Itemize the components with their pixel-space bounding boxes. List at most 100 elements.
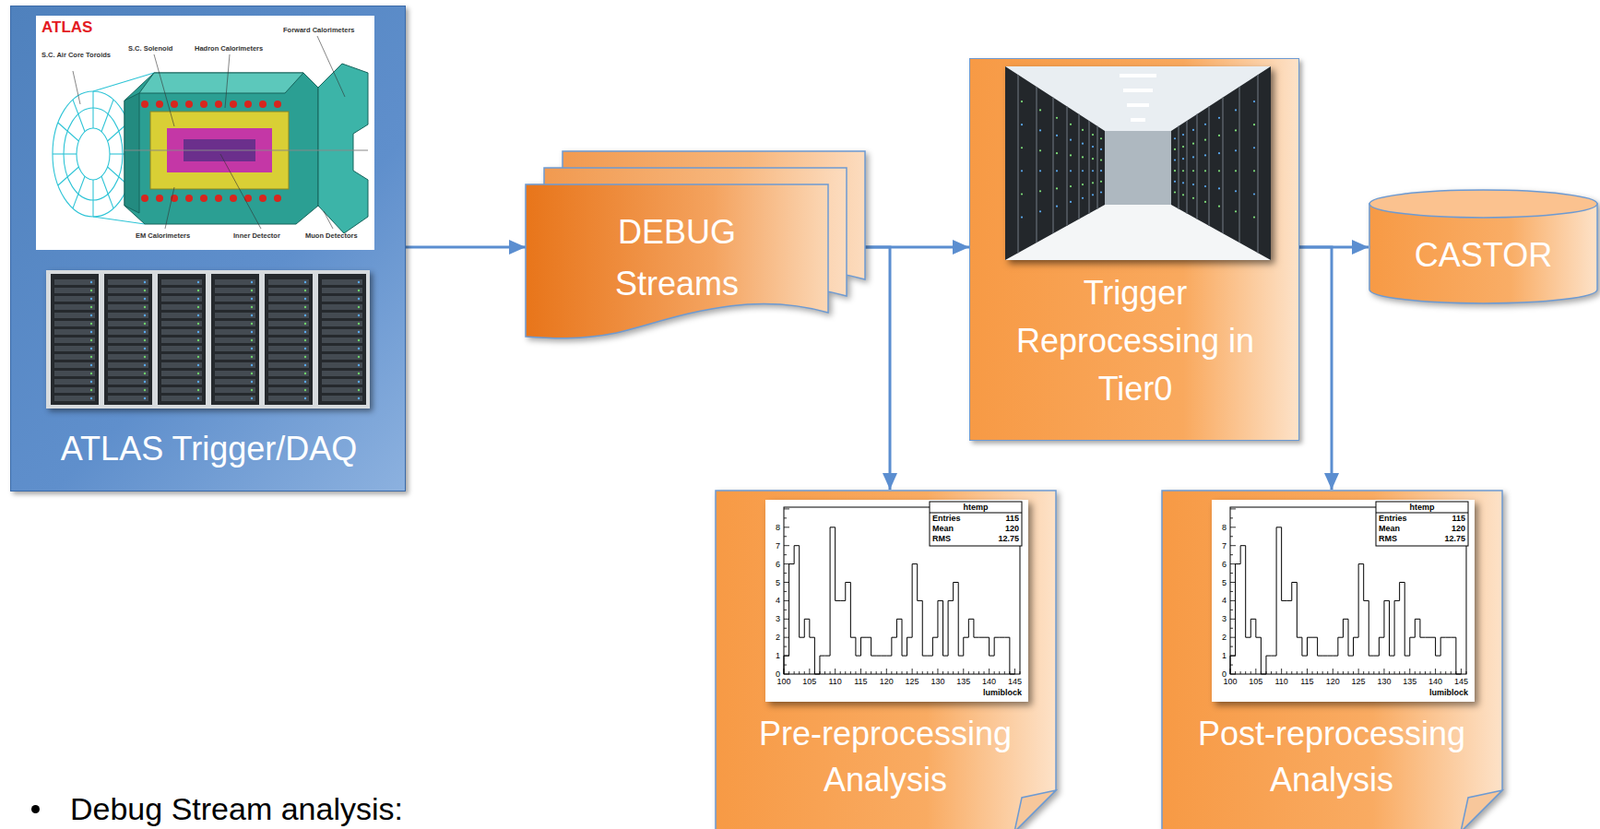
- node-text-slot: CASTOR: [1368, 235, 1599, 276]
- axis-tick-label-slot: 3: [1211, 614, 1227, 624]
- axis-tick-label-slot: 3: [765, 614, 781, 624]
- stats-key: RMS: [1378, 533, 1425, 545]
- connector-arrow: [865, 247, 898, 490]
- part-label-slot: Hadron Calorimeters: [194, 44, 273, 53]
- axis-tick-label-slot: 115: [848, 676, 873, 687]
- axis-tick-label: 115: [1294, 676, 1319, 687]
- node-text-slot: Pre-reprocessing Analysis: [723, 711, 1047, 804]
- axis-tick-label: 4: [765, 595, 781, 605]
- axis-tick-label-slot: 110: [823, 676, 848, 687]
- axis-tick-label-slot: 105: [1244, 676, 1269, 687]
- axis-tick-label-slot: 105: [797, 676, 822, 687]
- axis-tick-label: 3: [1211, 614, 1227, 624]
- stats-value: 115: [1419, 513, 1466, 524]
- part-label: Muon Detectors: [305, 231, 372, 240]
- stats-title-slot: htemp: [1375, 502, 1469, 513]
- stats-value: 12.75: [972, 533, 1020, 545]
- stats-key: Mean: [932, 523, 979, 534]
- axis-tick-label: 120: [874, 676, 899, 687]
- axis-tick-label-slot: 125: [900, 676, 925, 687]
- axis-tick-label-slot: 6: [1211, 559, 1227, 569]
- part-label-slot: Inner Detector: [233, 231, 295, 240]
- part-label: S.C. Solenoid: [128, 44, 188, 53]
- axis-tick-label-slot: 100: [771, 676, 796, 687]
- axis-tick-label-slot: 5: [1211, 578, 1227, 588]
- part-label-slot: S.C. Air Core Toroids: [41, 50, 116, 60]
- axis-tick-label-slot: 7: [1211, 541, 1227, 551]
- data-center-photo: [1005, 66, 1271, 261]
- axis-tick-label-slot: 145: [1448, 676, 1473, 687]
- axis-title: lumiblock: [948, 687, 1022, 699]
- histogram-axes: [1211, 499, 1475, 702]
- part-label: Hadron Calorimeters: [194, 44, 273, 53]
- part-label-slot: Forward Calorimeters: [283, 25, 372, 35]
- axis-title-slot: lumiblock: [1394, 687, 1469, 699]
- stats-title: htemp: [1375, 502, 1469, 513]
- axis-tick-label: 135: [951, 676, 976, 687]
- axis-tick-label-slot: 140: [1423, 676, 1448, 687]
- axis-tick-label: 115: [848, 676, 873, 687]
- node-label: ATLAS Trigger/DAQ: [11, 428, 407, 470]
- stats-key: Entries: [1378, 513, 1425, 524]
- node-text-slot: ATLAS Trigger/DAQ: [11, 428, 407, 470]
- node-label: CASTOR: [1368, 235, 1599, 276]
- axis-tick-label: 145: [1448, 676, 1473, 687]
- report-document: htempEntries115Mean120RMS12.750123456781…: [1161, 489, 1504, 829]
- axis-tick-label-slot: 125: [1346, 676, 1371, 687]
- axis-tick-label-slot: 8: [1211, 522, 1227, 533]
- axis-title: lumiblock: [1394, 687, 1469, 699]
- axis-tick-label: 125: [900, 676, 925, 687]
- stats-key-slot: RMS: [932, 533, 979, 545]
- stats-key-slot: Entries: [932, 513, 979, 524]
- process-box: Trigger Reprocessing in Tier0: [969, 58, 1300, 441]
- bullet-text: Debug Stream analysis:: [70, 790, 624, 828]
- part-label-slot: EM Calorimeters: [135, 231, 202, 240]
- axis-tick-label: 140: [1423, 676, 1448, 687]
- stats-key-slot: Entries: [1378, 513, 1425, 524]
- part-label-slot: Muon Detectors: [305, 231, 372, 240]
- axis-tick-label-slot: 2: [765, 632, 781, 642]
- axis-tick-label: 145: [1002, 676, 1027, 687]
- arrow-head: [1324, 473, 1340, 490]
- data-center-drawing: [1005, 66, 1271, 261]
- axis-tick-label: 1: [1211, 651, 1227, 661]
- axis-tick-label-slot: 130: [1372, 676, 1397, 687]
- figure-title-slot: ATLAS: [41, 18, 125, 37]
- axis-tick-label: 5: [1211, 578, 1227, 588]
- axis-tick-label-slot: 7: [765, 541, 781, 551]
- part-label: S.C. Air Core Toroids: [41, 50, 116, 60]
- axis-tick-label-slot: 6: [765, 559, 781, 569]
- histogram-plot: htempEntries115Mean120RMS12.750123456781…: [765, 499, 1029, 702]
- arrow-head: [952, 239, 970, 255]
- node-text-slot: Trigger Reprocessing in Tier0: [983, 269, 1288, 414]
- system-box: ATLAS S.C. Air Core Toroids S.C. Solenoid H…: [10, 5, 406, 492]
- axis-tick-label: 130: [1372, 676, 1397, 687]
- axis-tick-label-slot: 130: [925, 676, 950, 687]
- axis-tick-label-slot: 1: [765, 651, 781, 661]
- axis-tick-label-slot: 1: [1211, 651, 1227, 661]
- axis-tick-label-slot: 4: [1211, 595, 1227, 605]
- axis-tick-label-slot: 100: [1218, 676, 1243, 687]
- stats-value-slot: 115: [1419, 513, 1466, 524]
- stats-value: 12.75: [1419, 533, 1466, 545]
- connector-arrow: [1299, 247, 1340, 490]
- axis-tick-label: 140: [977, 676, 1002, 687]
- arrow-head: [882, 473, 898, 490]
- axis-tick-label-slot: 135: [951, 676, 976, 687]
- node-text-slot: Post-reprocessing Analysis: [1170, 711, 1494, 804]
- stats-value: 120: [1419, 523, 1466, 534]
- axis-tick-label: 110: [1269, 676, 1294, 687]
- stats-value-slot: 12.75: [1419, 533, 1466, 545]
- document-stack: DEBUG Streams: [525, 151, 866, 343]
- node-label: DEBUG Streams: [575, 206, 779, 310]
- axis-title-slot: lumiblock: [948, 687, 1022, 699]
- connector-line: [1299, 247, 1332, 490]
- connector-line: [405, 246, 526, 249]
- axis-tick-label-slot: 4: [765, 595, 781, 605]
- stats-value-slot: 120: [1419, 523, 1466, 534]
- arrow-head: [509, 239, 526, 255]
- stats-value-slot: 115: [972, 513, 1020, 524]
- detector-illustration: ATLAS S.C. Air Core Toroids S.C. Solenoid H…: [35, 15, 375, 250]
- histogram-axes: [765, 499, 1029, 702]
